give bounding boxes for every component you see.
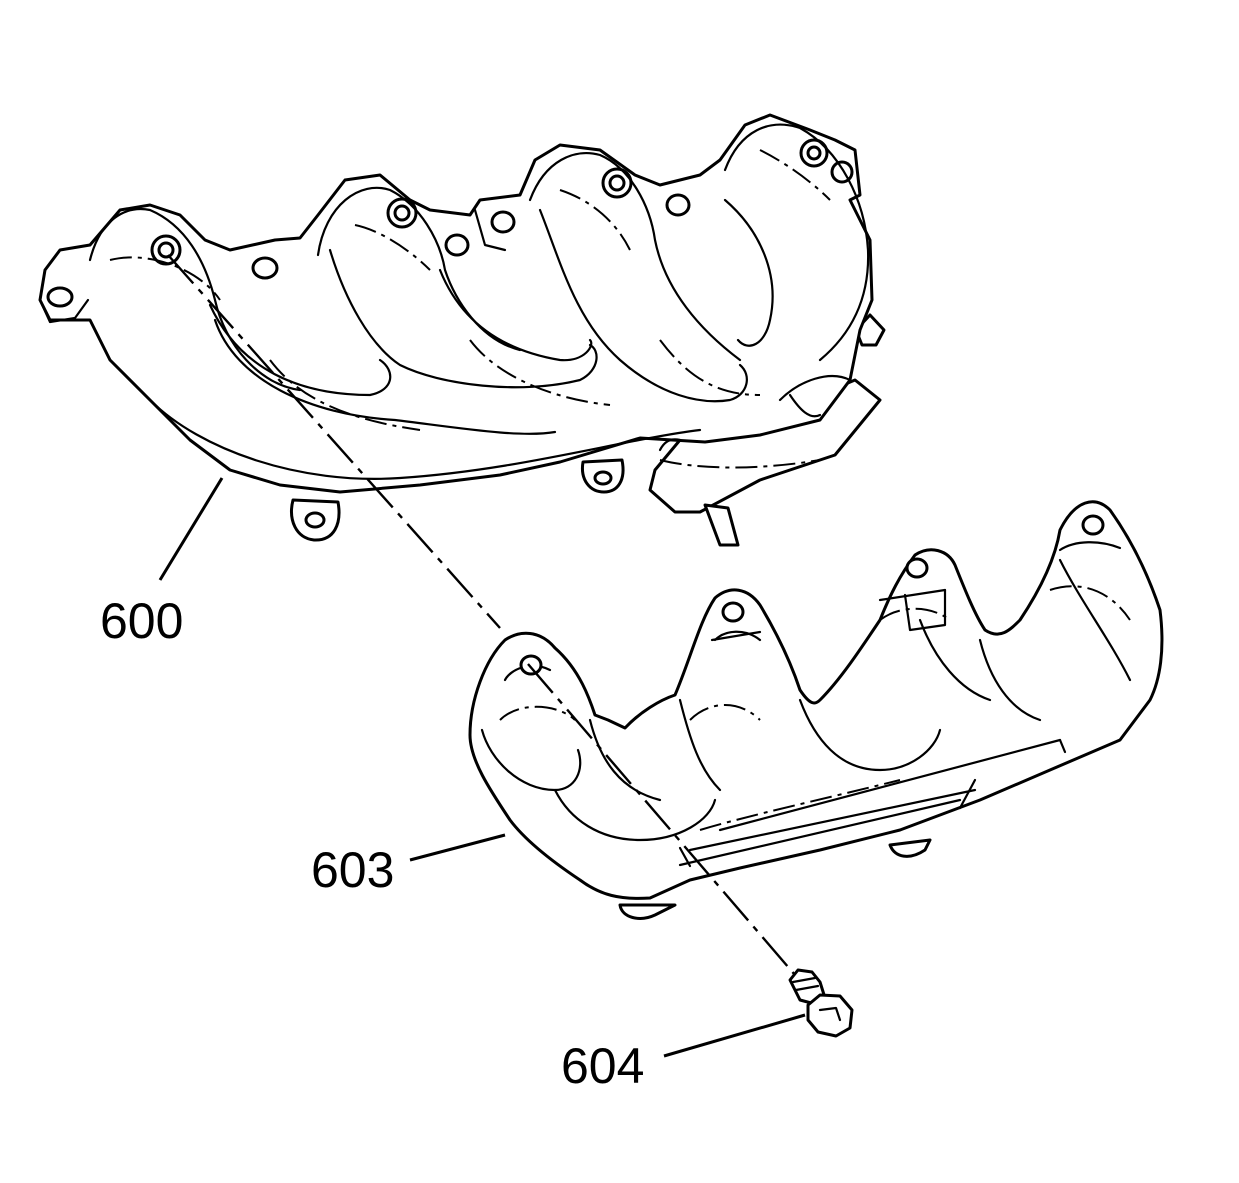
heat-shield xyxy=(468,500,1164,920)
bolt xyxy=(788,968,854,1038)
leader-603 xyxy=(409,833,506,862)
exhaust-manifold xyxy=(38,113,886,547)
leader-604 xyxy=(663,1013,806,1058)
callout-604: 604 xyxy=(561,1038,644,1094)
leader-600 xyxy=(158,477,224,581)
callout-603: 603 xyxy=(311,842,394,898)
callout-600: 600 xyxy=(100,593,183,649)
bolt-centerline xyxy=(167,254,796,976)
